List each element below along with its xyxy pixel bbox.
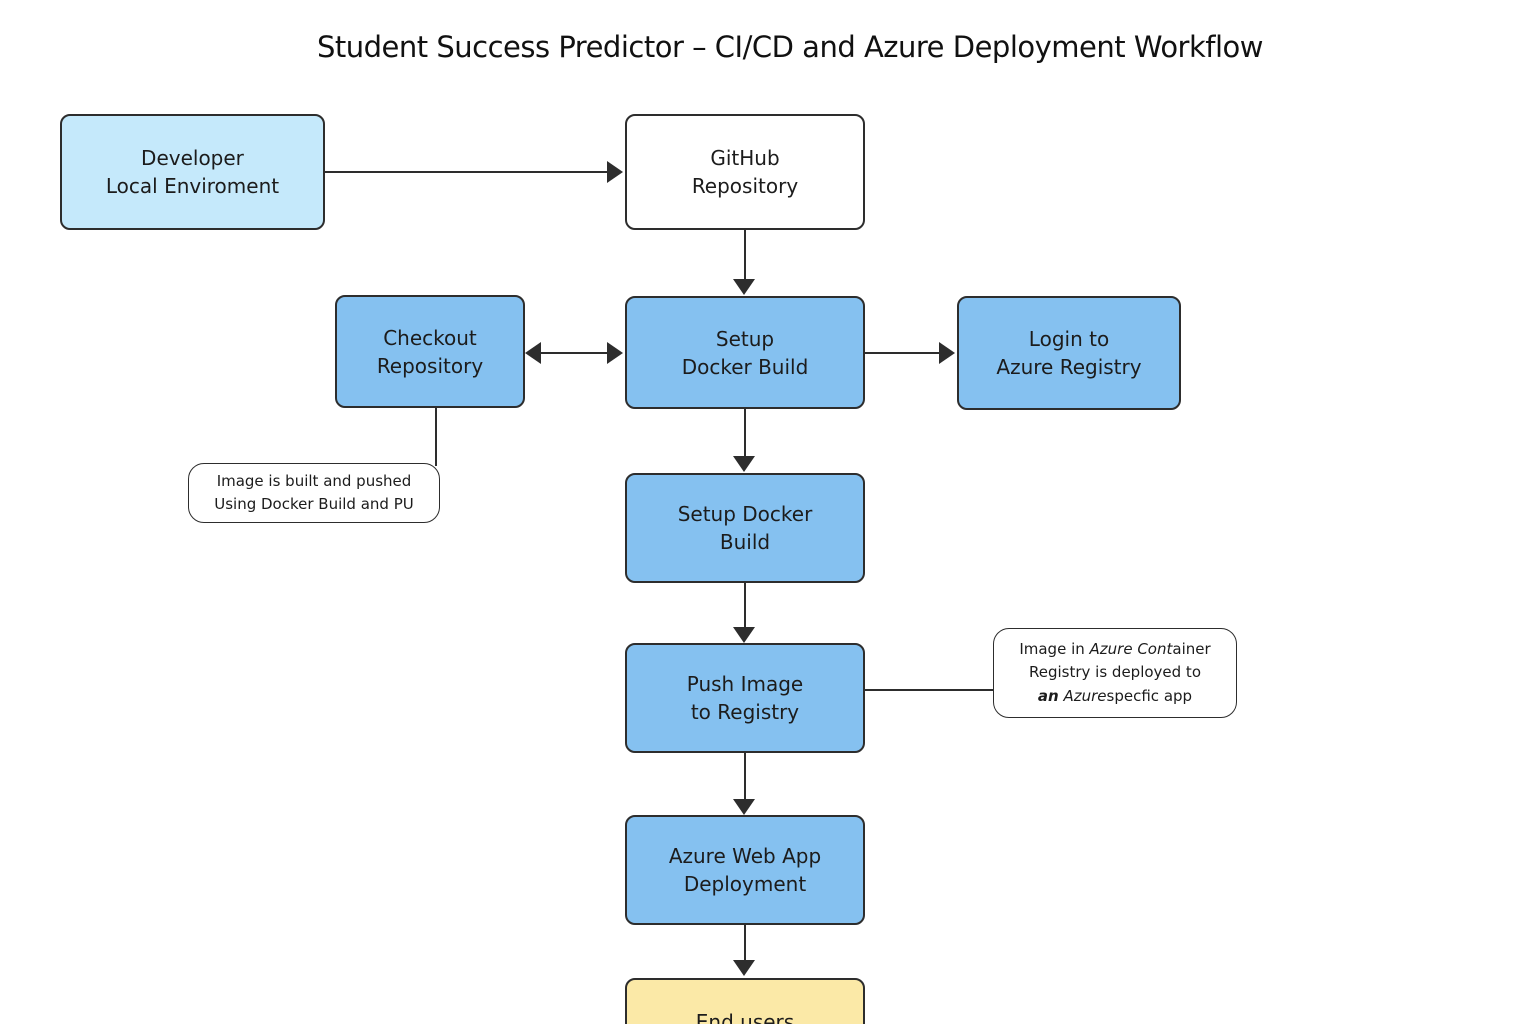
node-label: End users <box>695 1010 795 1024</box>
node-developer-local-environment: Developer Local Enviroment <box>60 114 325 230</box>
node-setup-docker-build-1: Setup Docker Build <box>625 296 865 409</box>
node-label: Setup Docker Build <box>677 502 813 554</box>
node-label: Developer Local Enviroment <box>105 146 280 198</box>
node-setup-docker-build-2: Setup Docker Build <box>625 473 865 583</box>
node-label: Azure Web App Deployment <box>668 844 822 896</box>
connector-setup1-to-login <box>865 352 941 354</box>
node-label: Checkout Repository <box>376 325 484 378</box>
note-line: Image is built and pushed <box>216 471 412 490</box>
arrowhead-down-icon <box>733 627 755 643</box>
note-line: Registry is deployed to <box>1029 663 1201 682</box>
arrowhead-right-icon <box>607 342 623 364</box>
arrowhead-down-icon <box>733 279 755 295</box>
node-azure-web-app-deployment: Azure Web App Deployment <box>625 815 865 925</box>
connector-checkout-setup1-bidirectional <box>541 352 609 354</box>
note-registry-deploy: Image in Azure Container Registry is dep… <box>993 628 1237 718</box>
connector-checkout-to-note <box>435 408 437 466</box>
connector-setup1-to-setup2 <box>744 409 746 457</box>
arrowhead-down-icon <box>733 456 755 472</box>
arrowhead-right-icon <box>607 161 623 183</box>
node-push-image-to-registry: Push Image to Registry <box>625 643 865 753</box>
note-line: Using Docker Build and PU <box>214 495 414 513</box>
note-line: an Azurespecfic app <box>1037 686 1193 705</box>
connector-setup2-to-push <box>744 583 746 628</box>
node-login-azure-registry: Login to Azure Registry <box>957 296 1181 410</box>
node-checkout-repository: Checkout Repository <box>335 295 525 408</box>
node-label: GitHub Repository <box>691 146 799 198</box>
connector-github-to-setup1 <box>744 230 746 280</box>
arrowhead-right-icon <box>939 342 955 364</box>
node-label: Push Image to Registry <box>686 672 804 724</box>
node-label: Setup Docker Build <box>681 326 809 379</box>
connector-push-to-azure <box>744 753 746 800</box>
connector-azure-to-endusers <box>744 925 746 961</box>
node-github-repository: GitHub Repository <box>625 114 865 230</box>
node-end-users: End users <box>625 978 865 1024</box>
connector-push-to-note <box>865 689 993 691</box>
node-label: Login to Azure Registry <box>996 327 1142 379</box>
note-line: Image in Azure Container <box>1019 640 1211 659</box>
arrowhead-down-icon <box>733 960 755 976</box>
note-image-built-pushed: Image is built and pushed Using Docker B… <box>188 463 440 523</box>
arrowhead-left-icon <box>525 342 541 364</box>
diagram-title: Student Success Predictor – CI/CD and Az… <box>316 30 1264 64</box>
connector-developer-to-github <box>325 171 608 173</box>
arrowhead-down-icon <box>733 799 755 815</box>
